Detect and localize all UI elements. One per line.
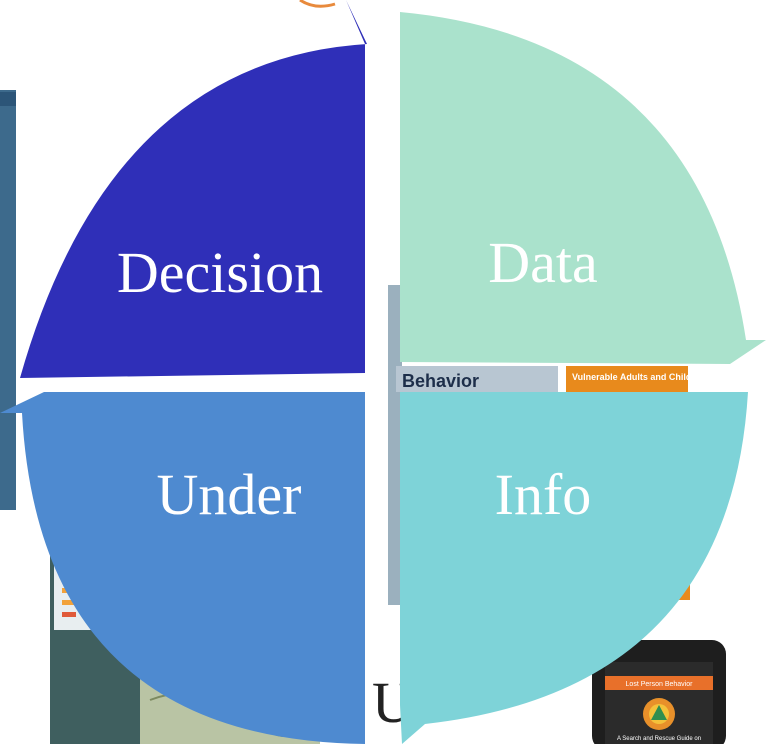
phone-banner xyxy=(605,676,713,690)
left-screenshot xyxy=(0,90,16,510)
segment-data xyxy=(400,12,766,364)
center-strip xyxy=(388,285,402,605)
label-info: Info xyxy=(495,462,592,527)
label-data: Data xyxy=(488,230,598,295)
segment-under xyxy=(0,392,365,744)
label-decision: Decision xyxy=(117,240,323,305)
segment-decision xyxy=(20,0,367,378)
cycle-labels: Decision Data Info Under xyxy=(117,230,598,527)
phone-app-title: Lost Person Behavior xyxy=(626,681,694,688)
orange-book-subtitle: Vulnerable Adults and Children xyxy=(572,372,705,382)
label-under: Under xyxy=(157,462,302,527)
book-cover xyxy=(396,366,558,392)
phone-app-screenshot: Lost Person Behavior A Search and Rescue… xyxy=(592,640,726,744)
orange-swoosh xyxy=(299,0,336,8)
orange-book xyxy=(566,366,688,396)
book-title: Behavior xyxy=(402,371,479,391)
segment-info xyxy=(400,392,748,744)
phone-app-subtitle: A Search and Rescue Guide on xyxy=(617,736,701,742)
